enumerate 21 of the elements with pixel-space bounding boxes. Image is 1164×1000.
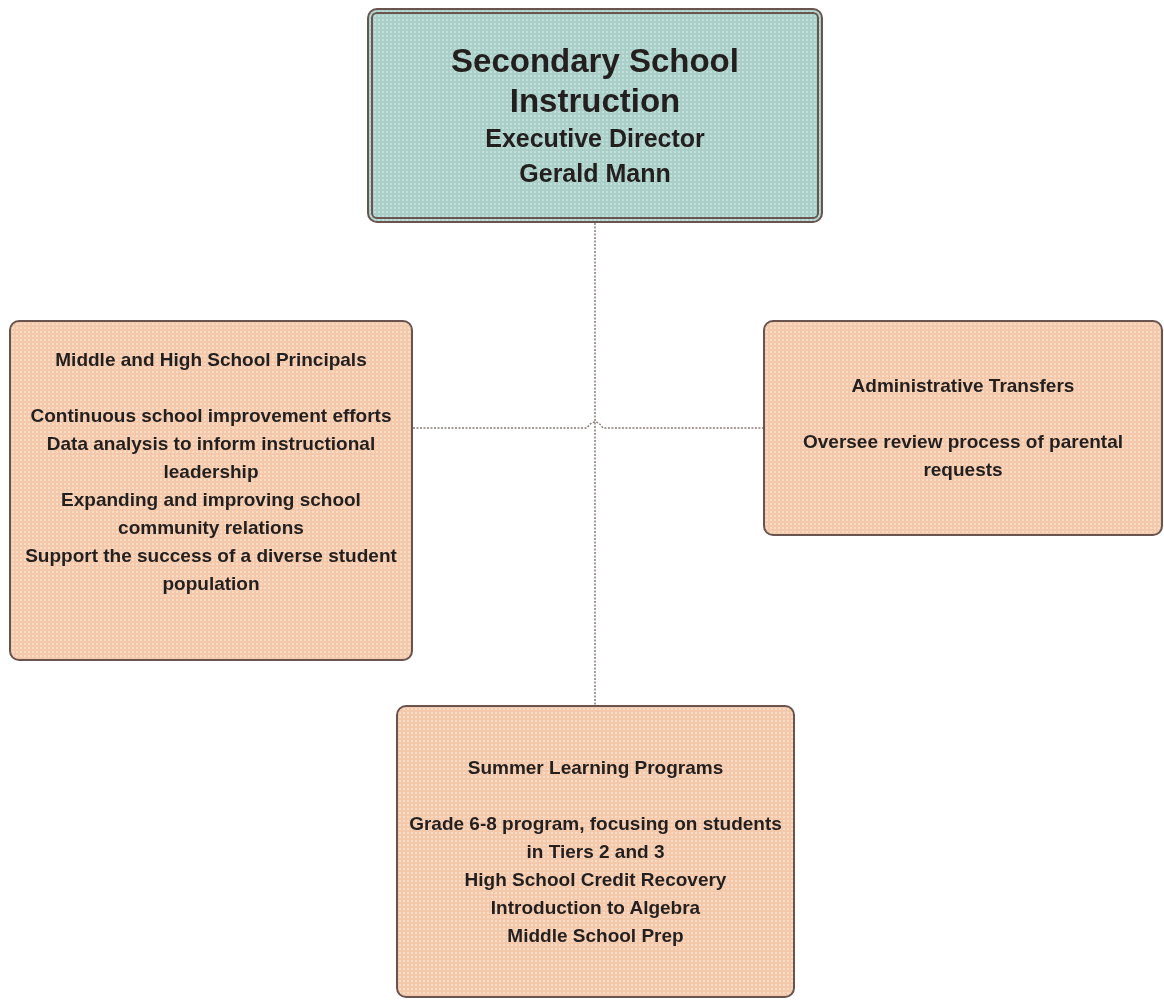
box-text: High School Credit Recovery: [464, 867, 727, 892]
connector-line: [412, 421, 764, 429]
box-heading: Middle and High School Principals: [55, 348, 367, 372]
box-text: Introduction to Algebra: [490, 895, 701, 920]
box-text: Support the success of a diverse student population: [24, 544, 398, 596]
box-text: Continuous school improvement efforts: [30, 404, 392, 428]
department-box: [9, 320, 413, 661]
connector-line: [594, 222, 596, 706]
department-box: [763, 320, 1163, 536]
box-text: Data analysis to inform instructional leadership: [45, 432, 377, 484]
box-text: Gerald Mann: [519, 157, 671, 189]
box-text: Oversee review process of parental requests: [802, 430, 1124, 482]
box-heading: Administrative Transfers: [851, 374, 1075, 398]
box-heading: Summer Learning Programs: [467, 755, 724, 780]
box-text: Grade 6-8 program, focusing on students in Tiers 2 and 3: [408, 811, 783, 864]
box-text: Executive Director: [485, 122, 705, 154]
box-text: Expanding and improving school community relations: [60, 488, 362, 540]
department-box: [396, 705, 795, 998]
director-box: [367, 8, 823, 223]
box-text: Middle School Prep: [507, 923, 684, 948]
box-heading: Secondary School Instruction: [450, 40, 740, 121]
